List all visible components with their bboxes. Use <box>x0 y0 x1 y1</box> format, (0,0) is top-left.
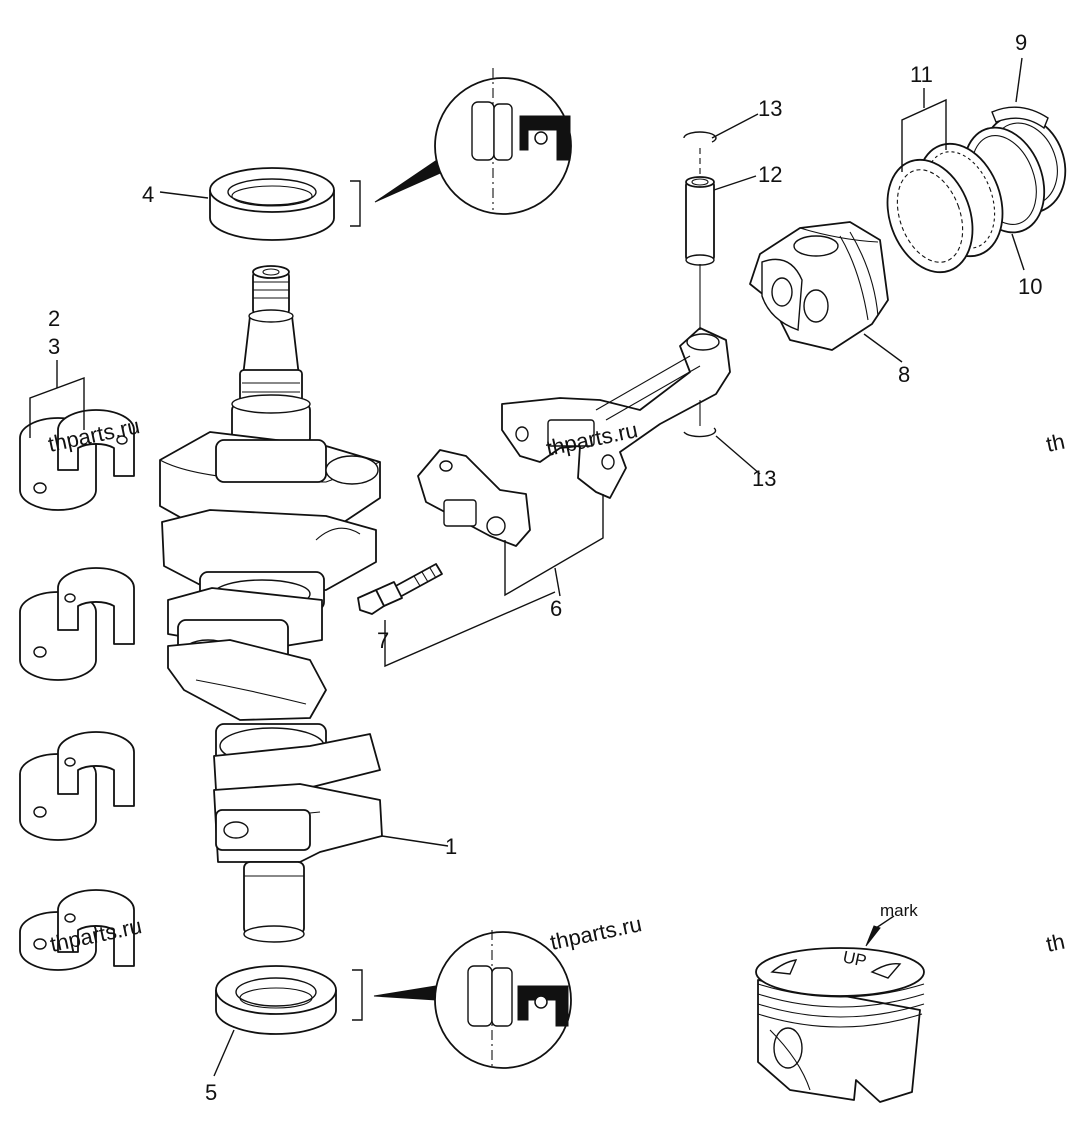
piston-pin <box>685 176 715 266</box>
callout-12: 12 <box>758 162 782 187</box>
piston-orientation-view <box>755 947 925 1103</box>
main-bearing-set-3 <box>19 731 135 841</box>
callout-13-bottom: 13 <box>752 466 776 491</box>
oil-seal-lower <box>215 965 337 1035</box>
mark-arrow <box>865 925 881 947</box>
main-bearing-set-4 <box>19 889 135 971</box>
piston-pin-clip-top <box>683 131 717 143</box>
callout-4: 4 <box>142 182 154 207</box>
crankshaft <box>159 265 383 943</box>
callout-1: 1 <box>445 834 457 859</box>
callout-10: 10 <box>1018 274 1042 299</box>
conrod-bolt <box>357 563 443 615</box>
callout-3: 3 <box>48 334 60 359</box>
up-mark-label: UP <box>841 947 868 970</box>
callout-8: 8 <box>898 362 910 387</box>
piston-pin-clip-bottom <box>683 427 717 438</box>
callout-5: 5 <box>205 1080 217 1105</box>
watermark: thparts.ru <box>548 911 644 955</box>
oil-seal-upper <box>209 167 335 241</box>
piston-ring-set <box>886 106 1067 274</box>
callout-6: 6 <box>550 596 562 621</box>
callout-2: 2 <box>48 306 60 331</box>
ring-callout-bracket <box>901 98 947 172</box>
callout-13-top: 13 <box>758 96 782 121</box>
main-bearing-set-2 <box>19 567 135 681</box>
callout-11: 11 <box>910 62 933 87</box>
main-bearing-set-1 <box>19 409 135 511</box>
mark-label: mark <box>880 901 918 920</box>
conrod-callout-bracket <box>504 494 604 597</box>
oil-seal-detail-view-bottom <box>352 930 572 1069</box>
callout-9: 9 <box>1015 30 1027 55</box>
oil-seal-detail-view-top <box>350 68 572 227</box>
watermark: th <box>1044 929 1067 957</box>
callout-7: 7 <box>377 628 389 653</box>
connecting-rod-cap <box>417 449 531 547</box>
connecting-rod <box>501 327 731 499</box>
piston <box>749 221 889 351</box>
watermark: th <box>1044 429 1067 457</box>
